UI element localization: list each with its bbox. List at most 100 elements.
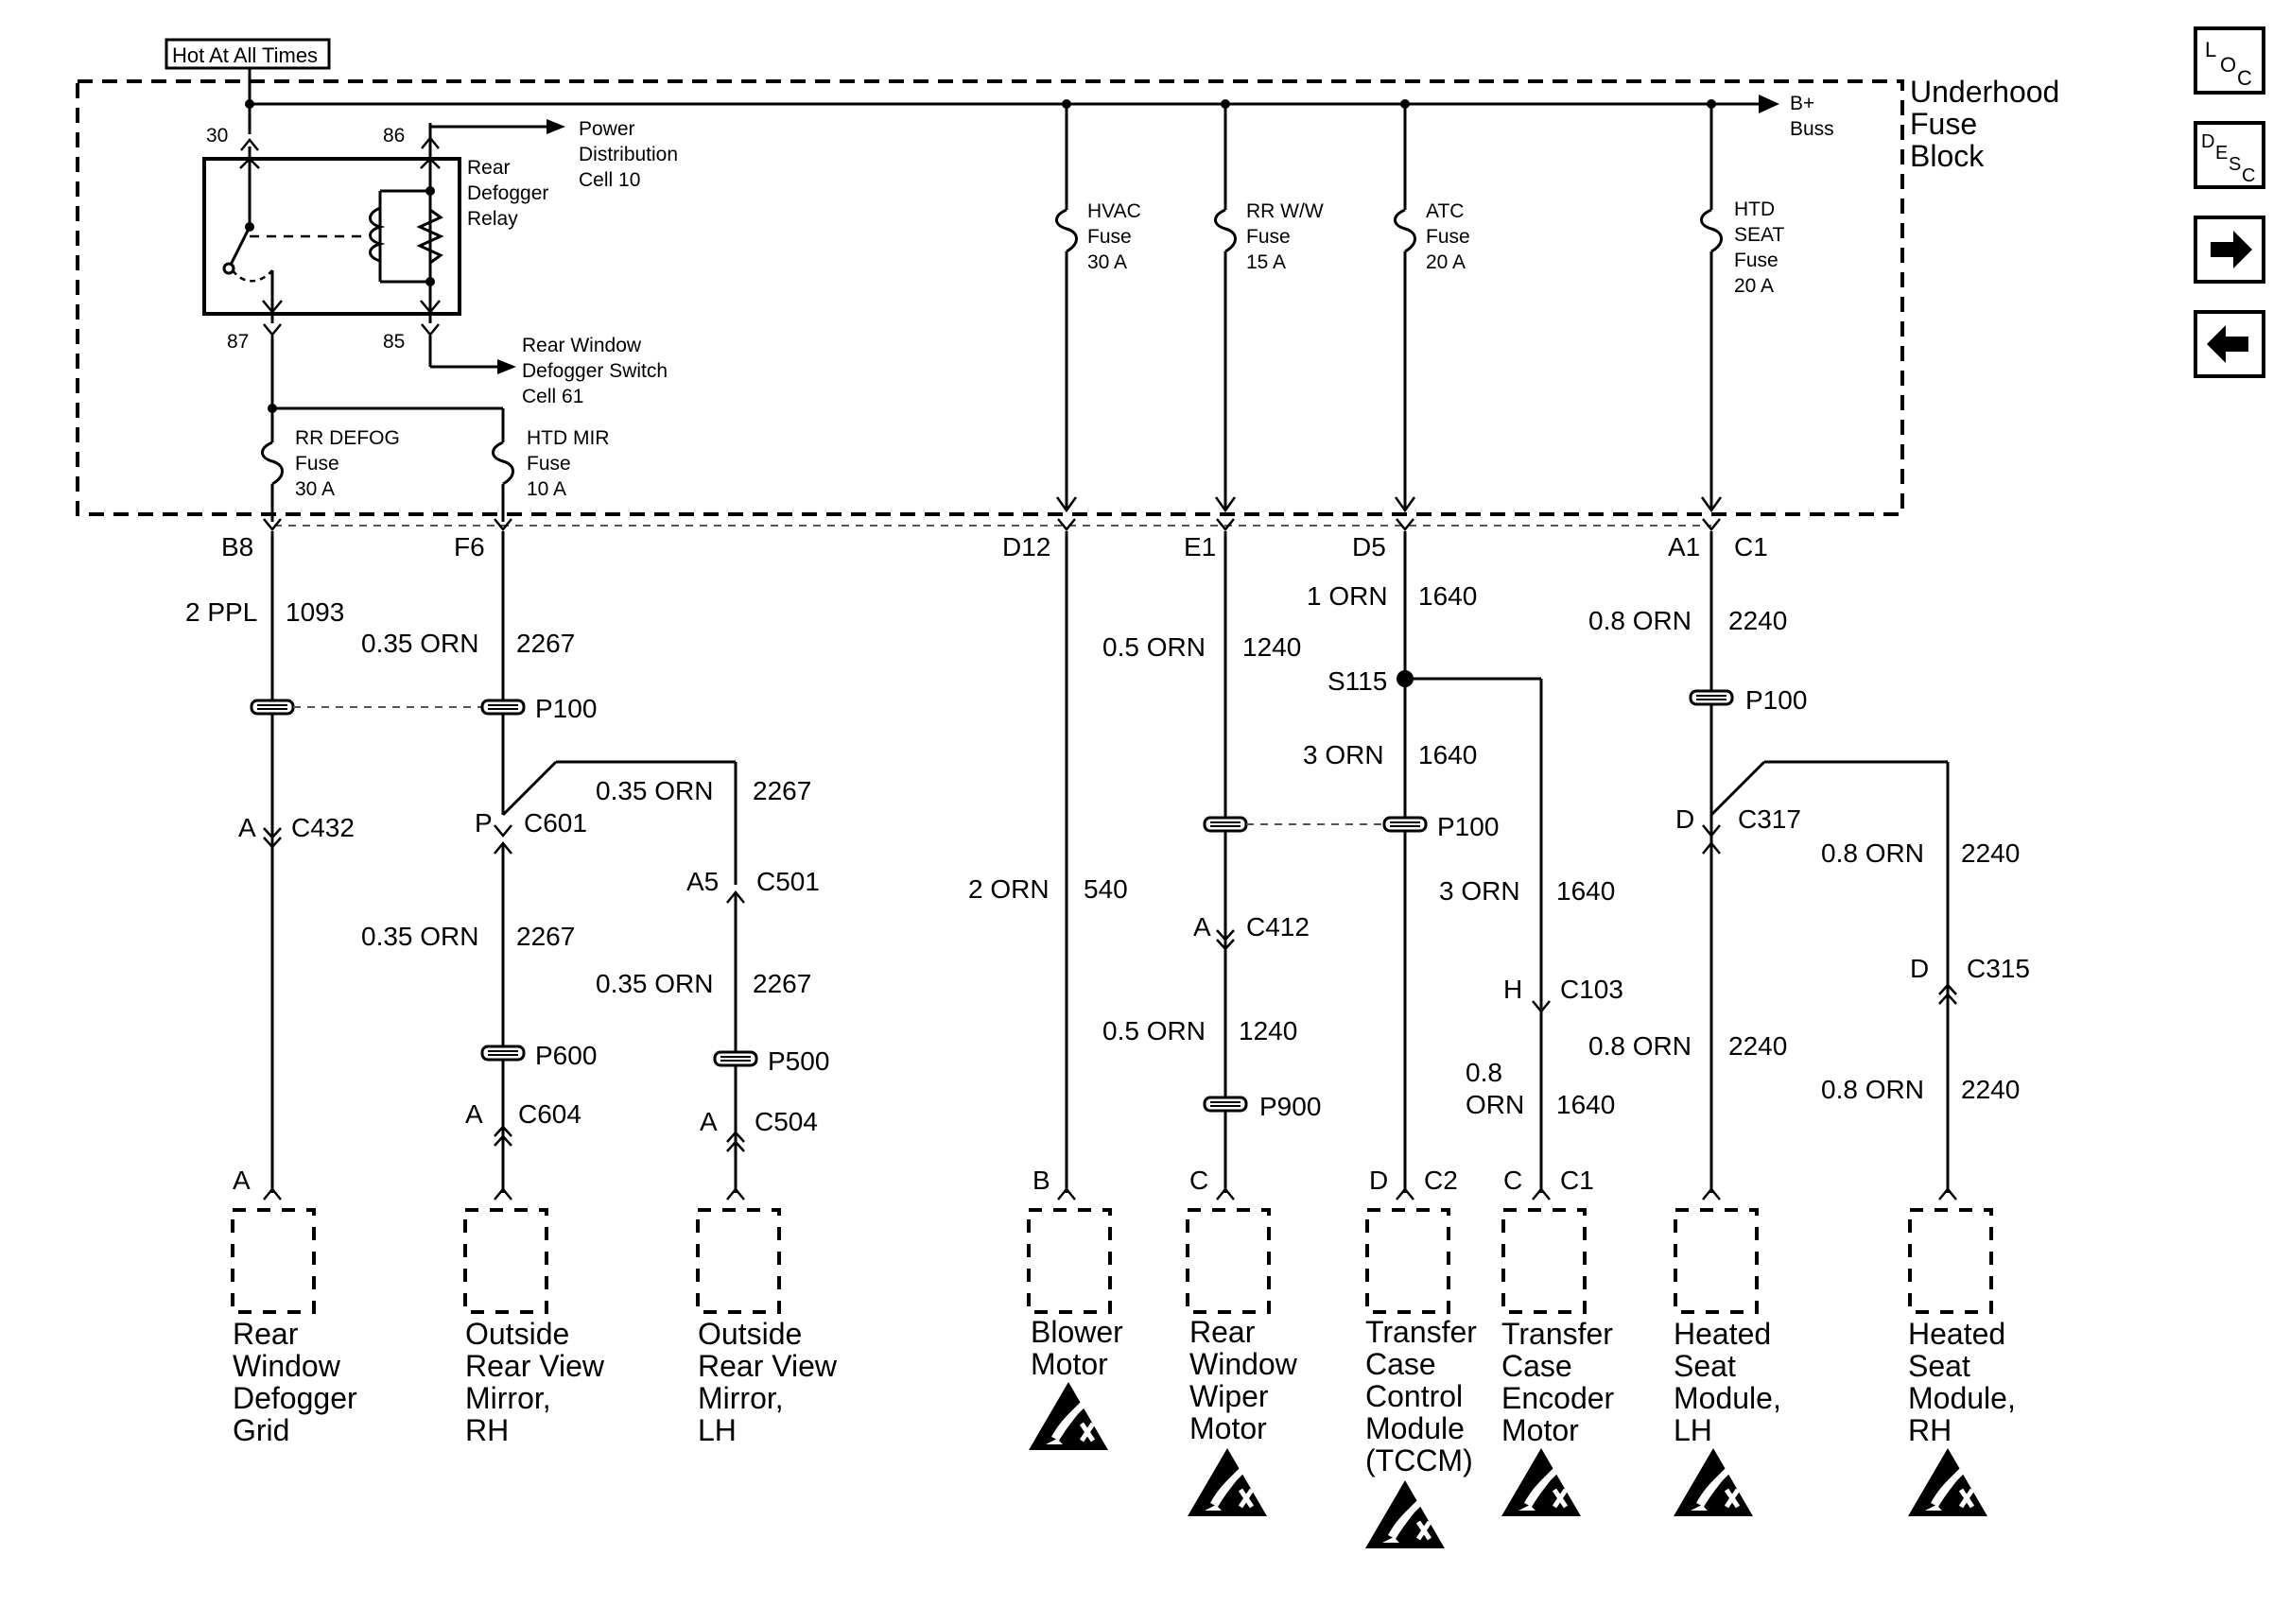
p900-connector bbox=[1203, 1096, 1248, 1113]
description-button[interactable]: D E S C bbox=[2194, 121, 2265, 189]
seat-lh-name-3: Module, bbox=[1674, 1381, 1781, 1415]
blower-motor-box bbox=[1027, 1208, 1112, 1314]
wire-2-circuit: 2267 bbox=[516, 629, 575, 658]
wire-6-circuit: 540 bbox=[1084, 874, 1128, 904]
wire-7-circuit: 1240 bbox=[1242, 632, 1301, 662]
grid-name-1: Rear bbox=[233, 1317, 299, 1351]
terminal-chevron bbox=[1395, 517, 1415, 531]
wire-3-circuit: 2267 bbox=[516, 922, 575, 951]
p100-connector bbox=[1203, 816, 1248, 833]
relay-pin-87: 87 bbox=[227, 331, 249, 353]
hvac-fuse-3: 30 A bbox=[1087, 251, 1127, 273]
power-dist-1: Power bbox=[579, 118, 635, 140]
rr-defog-fuse-symbol bbox=[261, 441, 284, 486]
seat-module-rh-box bbox=[1908, 1208, 1993, 1314]
wire-6-gauge: 2 ORN bbox=[968, 874, 1050, 904]
htdseat-fuse-4: 20 A bbox=[1734, 275, 1774, 297]
terminal-d5: D5 bbox=[1352, 532, 1386, 561]
c504-label: C504 bbox=[755, 1107, 818, 1136]
p100-connector bbox=[1382, 816, 1428, 833]
mirror-lh-name-3: Mirror, bbox=[698, 1381, 784, 1415]
rrww-fuse-2: Fuse bbox=[1246, 226, 1291, 248]
wire-16-gauge: 0.8 ORN bbox=[1821, 1075, 1924, 1104]
wire-11-circuit: 1640 bbox=[1556, 876, 1615, 906]
bplus-label-2: Buss bbox=[1790, 118, 1834, 140]
arrow-left-icon bbox=[2207, 325, 2248, 363]
c432-pin: A bbox=[238, 813, 256, 842]
c601-pin: P bbox=[475, 808, 493, 838]
encoder-conn: C1 bbox=[1560, 1166, 1594, 1195]
wire-15-gauge: 0.8 ORN bbox=[1588, 1031, 1692, 1061]
wiper-motor-box bbox=[1186, 1208, 1271, 1314]
rwd-switch-3: Cell 61 bbox=[522, 386, 583, 407]
wiper-name-3: Wiper bbox=[1189, 1379, 1269, 1413]
seat-lh-name-1: Heated bbox=[1674, 1317, 1771, 1351]
esd-warning-icon bbox=[1029, 1382, 1108, 1450]
wire-14-circuit: 2240 bbox=[1961, 838, 2020, 868]
p100-label-1: P100 bbox=[535, 694, 597, 723]
tccm-name-5: (TCCM) bbox=[1365, 1443, 1473, 1477]
encoder-motor-box bbox=[1501, 1208, 1587, 1314]
p100-label-2: P100 bbox=[1437, 812, 1499, 841]
c604-label: C604 bbox=[518, 1099, 581, 1129]
relay-name-3: Relay bbox=[467, 208, 518, 230]
mirror-lh-terminal bbox=[725, 1187, 746, 1201]
relay-pin-86: 86 bbox=[383, 125, 405, 147]
c103-pin: H bbox=[1503, 975, 1522, 1004]
mirror-rh-name-3: Mirror, bbox=[465, 1381, 551, 1415]
tccm-name-1: Transfer bbox=[1365, 1315, 1477, 1349]
splice-label: S115 bbox=[1327, 666, 1387, 696]
terminal-d12: D12 bbox=[1002, 532, 1050, 561]
wire-10-circuit: 1640 bbox=[1418, 740, 1477, 769]
rear-window-defogger-grid-box bbox=[231, 1208, 316, 1314]
hot-label: Hot At All Times bbox=[172, 43, 318, 67]
terminal-a1: A1 bbox=[1668, 532, 1700, 561]
underhood-fuse-block-outline bbox=[76, 79, 1904, 516]
encoder-name-1: Transfer bbox=[1501, 1317, 1613, 1351]
fuse-block-label-1: Underhood bbox=[1910, 75, 2059, 109]
wire-12-gauge-a: 0.8 bbox=[1466, 1058, 1502, 1087]
wire-5-gauge: 0.35 ORN bbox=[596, 969, 714, 998]
location-button[interactable]: L O C bbox=[2194, 26, 2265, 95]
back-button[interactable] bbox=[2194, 310, 2265, 378]
wire-9-gauge: 1 ORN bbox=[1307, 581, 1388, 611]
htdseat-fuse-1: HTD bbox=[1734, 199, 1775, 220]
tccm-conn: C2 bbox=[1424, 1166, 1458, 1195]
wiper-name-1: Rear bbox=[1189, 1315, 1256, 1349]
fuse-branches bbox=[1055, 104, 1723, 513]
wiper-terminal bbox=[1215, 1187, 1236, 1201]
encoder-pin: C bbox=[1503, 1166, 1522, 1195]
seat-rh-name-2: Seat bbox=[1908, 1349, 1970, 1383]
mirror-lh-name-4: LH bbox=[698, 1413, 737, 1447]
seat-rh-name-4: RH bbox=[1908, 1413, 1952, 1447]
wire-15-circuit: 2240 bbox=[1728, 1031, 1787, 1061]
c501-pin: A5 bbox=[686, 867, 719, 896]
p100-connector bbox=[480, 699, 526, 716]
c412-pin: A bbox=[1193, 912, 1211, 942]
relay-name-1: Rear bbox=[467, 157, 511, 179]
terminal-f6: F6 bbox=[454, 532, 485, 561]
p900-label: P900 bbox=[1259, 1092, 1321, 1121]
c412-label: C412 bbox=[1246, 912, 1310, 942]
wire-7-gauge: 0.5 ORN bbox=[1102, 632, 1206, 662]
c601-connector bbox=[493, 823, 513, 838]
rr-defog-fuse-3: 30 A bbox=[295, 478, 335, 500]
seat-rh-name-3: Module, bbox=[1908, 1381, 2016, 1415]
encoder-name-3: Encoder bbox=[1501, 1381, 1615, 1415]
mirror-rh-name-2: Rear View bbox=[465, 1349, 605, 1383]
seat-lh-name-2: Seat bbox=[1674, 1349, 1736, 1383]
wire-12-gauge-b: ORN bbox=[1466, 1090, 1524, 1119]
htdseat-fuse-2: SEAT bbox=[1734, 224, 1784, 246]
p100-connector bbox=[1689, 689, 1734, 706]
next-button[interactable] bbox=[2194, 216, 2265, 284]
blower-name-2: Motor bbox=[1031, 1347, 1108, 1381]
p100-label-3: P100 bbox=[1745, 685, 1807, 715]
grid-name-4: Grid bbox=[233, 1413, 289, 1447]
htd-mir-fuse-3: 10 A bbox=[527, 478, 566, 500]
fuse-block-label-2: Fuse bbox=[1910, 107, 1977, 141]
p500-connector bbox=[713, 1050, 758, 1067]
mirror-lh-name-1: Outside bbox=[698, 1317, 802, 1351]
c103-label: C103 bbox=[1560, 975, 1623, 1004]
terminal-c1: C1 bbox=[1734, 532, 1768, 561]
blower-terminal bbox=[1056, 1187, 1077, 1201]
